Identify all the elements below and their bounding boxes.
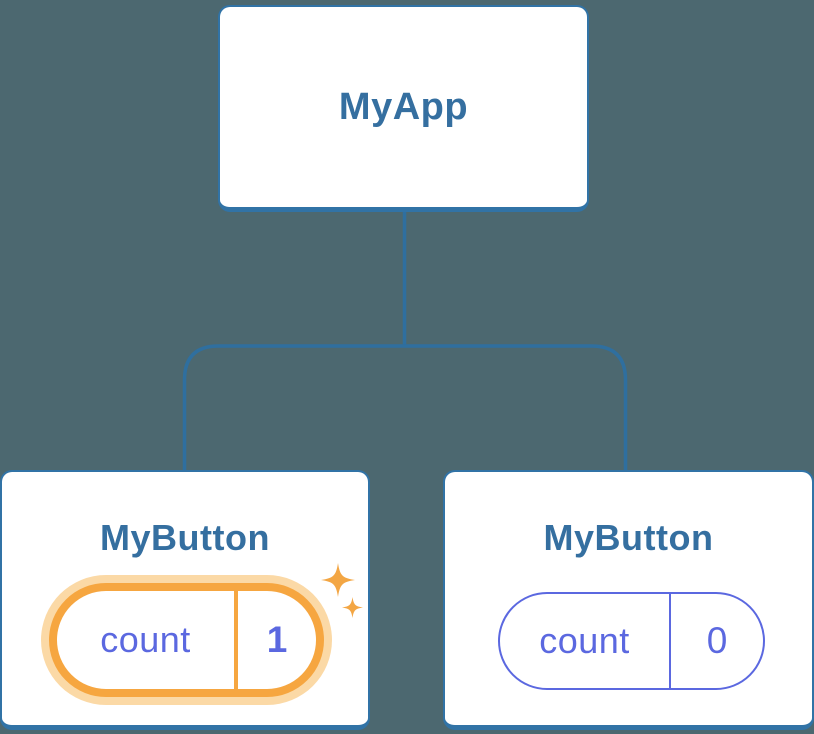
state-name-label: count bbox=[100, 619, 191, 660]
state-value-label: 0 bbox=[706, 620, 728, 661]
state-value-label: 1 bbox=[266, 619, 288, 660]
root-node-label: MyApp bbox=[338, 85, 469, 128]
sparkle-small-icon bbox=[342, 597, 363, 618]
state-pill-plain: count 0 bbox=[498, 592, 765, 690]
child-node-label: MyButton bbox=[543, 517, 714, 558]
child-node-label: MyButton bbox=[100, 517, 270, 558]
sparkle-large-icon bbox=[321, 563, 355, 597]
connector-branch-bracket bbox=[182, 344, 628, 470]
pill-divider bbox=[234, 591, 238, 689]
component-node-root: MyApp bbox=[218, 5, 589, 212]
state-name-label: count bbox=[539, 620, 630, 661]
pill-divider bbox=[669, 594, 671, 688]
state-pill-highlighted: count 1 bbox=[49, 583, 324, 697]
component-node-button-plain: MyButton count 0 bbox=[443, 470, 814, 730]
component-node-button-highlighted: MyButton count 1 bbox=[0, 470, 370, 730]
